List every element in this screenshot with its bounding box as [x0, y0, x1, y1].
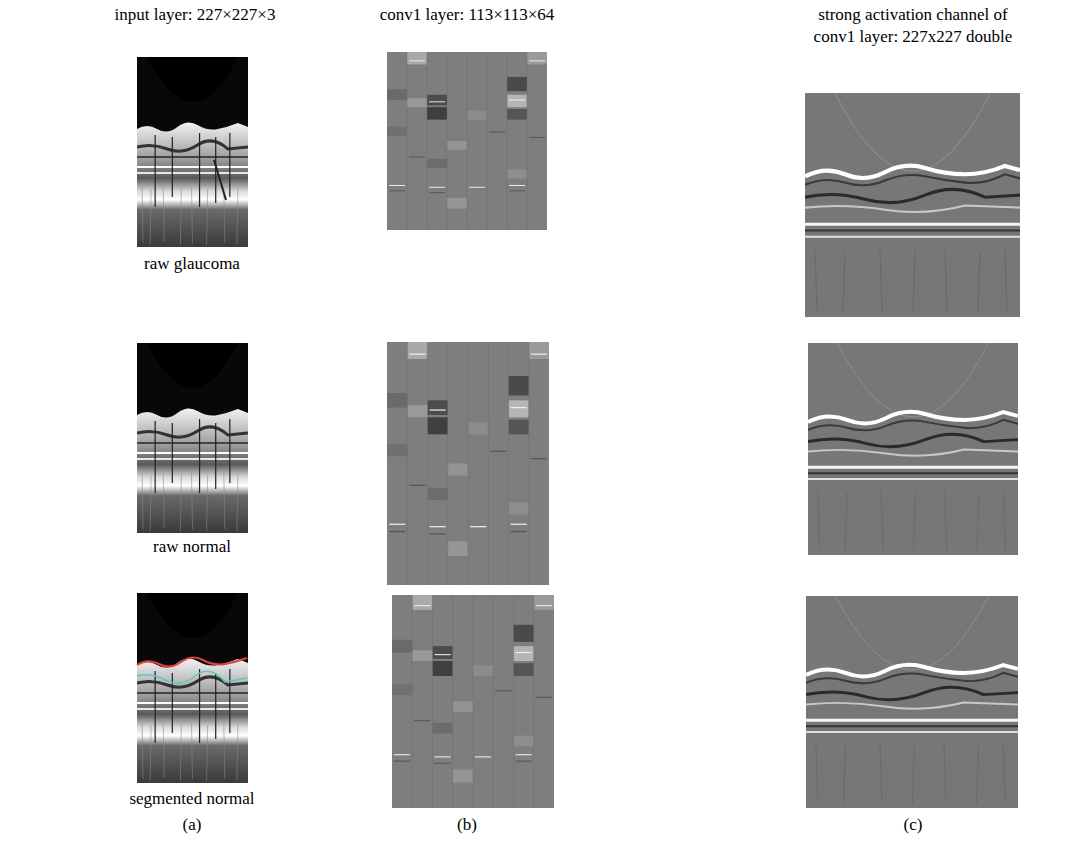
- activation-map: [806, 596, 1018, 808]
- oct-detail: [214, 160, 226, 200]
- feature-mosaic: [392, 595, 554, 808]
- oct-image: [137, 57, 248, 247]
- segmentation-line: [137, 657, 247, 666]
- column-header: input layer: 227×227×3: [115, 4, 276, 26]
- panel-letter: (b): [457, 814, 477, 836]
- row-label: raw normal: [153, 536, 231, 558]
- activation-map: [805, 93, 1020, 317]
- segmentation-line: [137, 671, 247, 683]
- row-label: segmented normal: [129, 788, 254, 810]
- activation-map: [808, 343, 1018, 555]
- column-header: conv1 layer: 113×113×64: [380, 4, 555, 26]
- oct-image: [137, 343, 248, 533]
- feature-mosaic: [387, 52, 547, 230]
- column-header: strong activation channel of conv1 layer…: [801, 4, 1026, 48]
- panel-letter: (a): [183, 814, 202, 836]
- oct-image: [137, 593, 248, 783]
- row-label: raw glaucoma: [144, 253, 240, 275]
- panel-letter: (c): [904, 814, 923, 836]
- feature-mosaic: [387, 342, 549, 585]
